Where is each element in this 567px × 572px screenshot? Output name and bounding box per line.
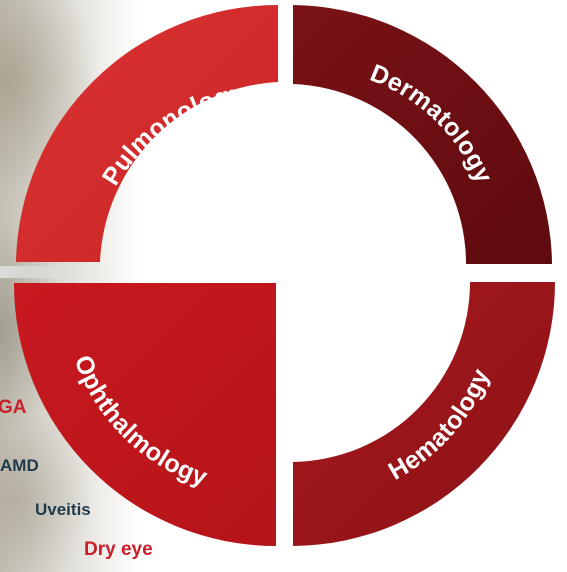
side-item-amd: AMD <box>0 456 39 476</box>
side-item-uveitis: Uveitis <box>35 500 91 520</box>
segment-hematology <box>293 282 555 546</box>
segment-dermatology <box>293 5 552 264</box>
side-item-ga: GA <box>0 397 27 419</box>
side-item-dry-eye: Dry eye <box>84 539 153 561</box>
